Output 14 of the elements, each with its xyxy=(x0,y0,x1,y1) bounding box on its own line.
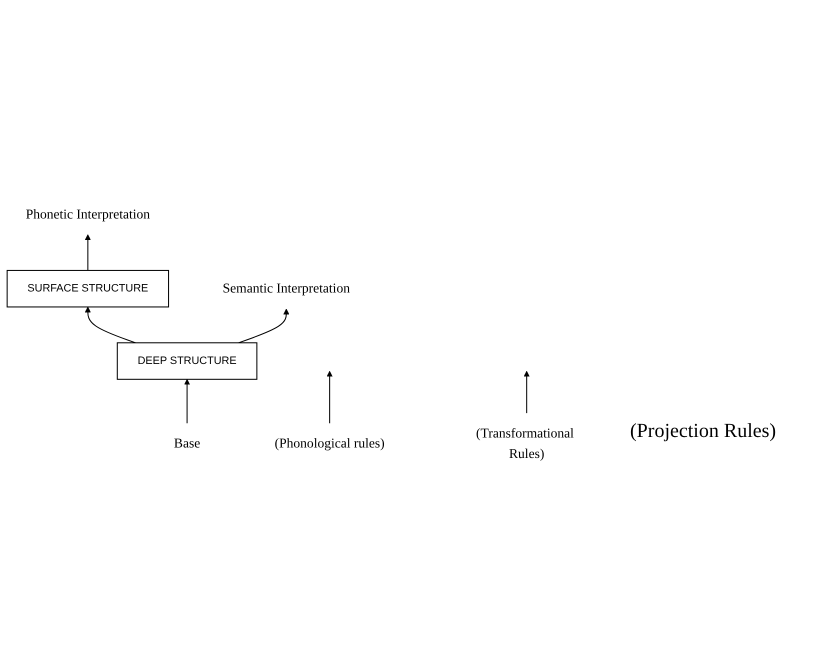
node-text: (Phonological rules) xyxy=(274,436,385,451)
node-text: (Transformational Rules) xyxy=(476,426,574,462)
arrow xyxy=(84,234,91,270)
node-text: Semantic Interpretation xyxy=(222,281,350,296)
node-text: Base xyxy=(174,436,200,451)
arrow xyxy=(524,370,530,414)
rule-note: (Projection Rules) xyxy=(630,420,778,443)
node-box: DEEP STRUCTURE xyxy=(116,342,258,380)
node-box: SURFACE STRUCTURE xyxy=(6,270,170,308)
arrow xyxy=(326,370,333,424)
arrow xyxy=(238,308,290,344)
arrow xyxy=(84,306,136,344)
arrow xyxy=(184,379,190,424)
node-text: Phonetic Interpretation xyxy=(26,206,150,222)
